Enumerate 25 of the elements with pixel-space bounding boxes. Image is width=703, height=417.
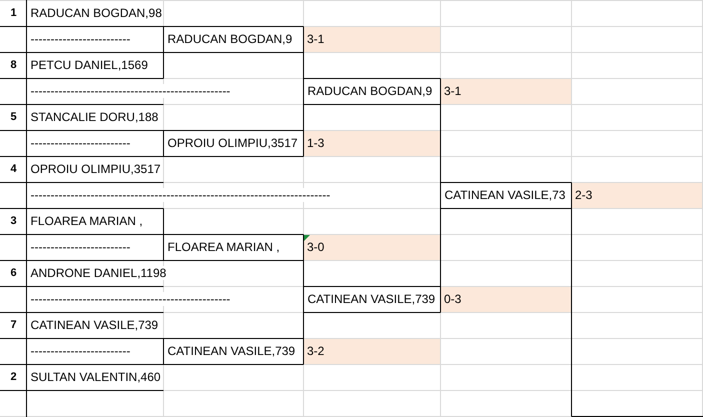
player-name: RADUCAN BOGDAN,98	[30, 6, 162, 20]
match-score: 0-3	[441, 287, 571, 312]
player-name: RADUCAN BOGDAN,9	[308, 84, 432, 98]
player-name: FLOAREA MARIAN ,	[30, 214, 143, 228]
player-name: CATINEAN VASILE,739	[30, 318, 158, 332]
match-score: 3-0	[304, 235, 440, 260]
dashed-separator: --------------------------------------------------	[30, 84, 230, 98]
player-name: CATINEAN VASILE,73	[444, 188, 566, 202]
player-name: FLOAREA MARIAN ,	[168, 240, 280, 254]
match-score: 1-3	[304, 131, 440, 156]
match-score: 3-2	[304, 339, 440, 364]
match-score: 3-1	[441, 79, 571, 104]
match-score: 2-3	[572, 183, 702, 208]
player-name: SULTAN VALENTIN,460	[30, 370, 161, 384]
player-name: CATINEAN VASILE,739	[168, 344, 296, 358]
dashed-separator: ---------------------------------------------------------------------------	[30, 188, 330, 202]
player-name: STANCALIE DORU,188	[30, 110, 158, 124]
player-name: PETCU DANIEL,1569	[30, 58, 148, 72]
player-name: OPROIU OLIMPIU,3517	[168, 136, 298, 150]
player-name: RADUCAN BOGDAN,9	[168, 32, 292, 46]
player-name: OPROIU OLIMPIU,3517	[30, 162, 161, 176]
dashed-separator: --------------------------------------------------	[30, 292, 230, 306]
match-score: 3-1	[304, 27, 440, 52]
player-name: ANDRONE DANIEL,1198	[30, 266, 166, 280]
player-name: CATINEAN VASILE,739	[308, 292, 436, 306]
